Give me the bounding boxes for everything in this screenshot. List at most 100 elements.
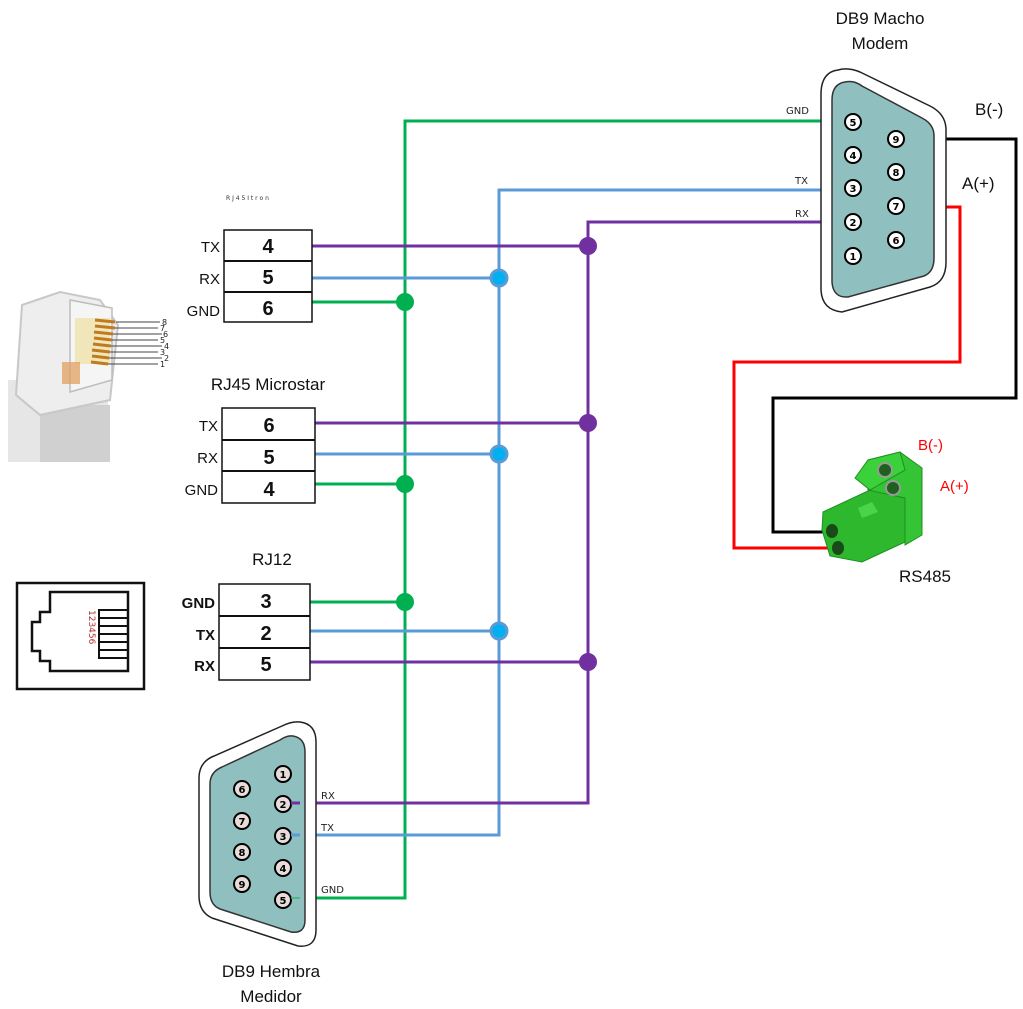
wire-rs485-b [771, 137, 1018, 534]
db9-macho-pin: 8 [887, 163, 905, 181]
svg-text:3: 3 [850, 184, 857, 195]
svg-text:2: 2 [280, 800, 287, 811]
svg-text:TX: TX [199, 418, 218, 435]
svg-text:GND: GND [182, 595, 216, 612]
db9-hembra-pin: 1 [274, 765, 292, 783]
db9-macho-title-line1: DB9 Macho [836, 9, 925, 28]
svg-text:4: 4 [263, 479, 275, 501]
rj45-itron-pin-table [223, 229, 313, 323]
rs485-b-label: B(-) [918, 437, 943, 454]
db9-macho-face [831, 80, 935, 298]
wires [298, 119, 1018, 900]
rj45-pin-callouts [108, 321, 162, 365]
junction-node-purple [579, 414, 597, 432]
junction-node-purple [579, 653, 597, 671]
svg-text:5: 5 [263, 447, 274, 469]
rj12-row: RX 5 [194, 654, 271, 676]
db9-hembra-pin: 2 [274, 795, 292, 813]
junction-node-green [396, 293, 414, 311]
wire-rs485-a [732, 205, 962, 550]
svg-text:5: 5 [260, 654, 271, 676]
db9-hembra-pin: 4 [274, 859, 292, 877]
wire-gnd-bus [300, 119, 840, 900]
svg-text:5: 5 [262, 267, 273, 289]
rj45-itron-row: RX 5 [199, 267, 273, 289]
svg-text:3: 3 [280, 832, 287, 843]
rj45-microstar-row: GND 4 [185, 479, 276, 501]
junction-node-purple [579, 237, 597, 255]
rs485-socket-a [832, 541, 844, 555]
rj45-pin-number: 6 [163, 330, 168, 339]
rs485-screw-a [885, 480, 901, 496]
rs485-title: RS485 [899, 567, 951, 586]
db9-macho-pin: 5 [844, 113, 862, 131]
svg-text:GND: GND [187, 303, 221, 320]
svg-text:RX: RX [199, 271, 220, 288]
rj12-jack-illustration: 123456 [15, 581, 146, 691]
svg-text:2: 2 [260, 623, 271, 645]
svg-text:5: 5 [280, 896, 287, 907]
svg-text:6: 6 [263, 415, 274, 437]
db9-hembra-pin: 7 [233, 812, 251, 830]
junction-nodes [396, 237, 597, 671]
rj45-itron-row: GND 6 [187, 298, 274, 320]
rj45-pin-number: 1 [160, 360, 165, 369]
db9-macho-pin: 6 [887, 231, 905, 249]
svg-text:3: 3 [260, 591, 271, 613]
rj12-pin-table [218, 583, 311, 681]
rj45-pin-number: 3 [160, 348, 165, 357]
svg-text:4: 4 [280, 864, 287, 875]
rj45-pin-number: 4 [164, 342, 169, 351]
svg-text:2: 2 [850, 218, 857, 229]
rj45-itron-block: R J 4 5 I t r o n TX 4 RX 5 GND 6 [187, 195, 313, 323]
svg-text:9: 9 [239, 880, 246, 891]
wire-rx-bus [298, 220, 840, 805]
rj45-pin-number: 5 [160, 336, 165, 345]
db9-macho-tx-label: TX [794, 176, 808, 187]
rs485-screw-b [877, 462, 893, 478]
rj45-plug-illustration: 8 7 6 5 4 3 2 1 [8, 290, 169, 462]
rj45-gold-contacts [90, 318, 116, 366]
db9-hembra-rx-label: RX [321, 791, 335, 802]
svg-text:6: 6 [239, 785, 246, 796]
rj12-title: RJ12 [252, 550, 292, 569]
db9-macho-pin: 1 [844, 247, 862, 265]
db9-macho-rx-label: RX [795, 209, 809, 220]
svg-text:8: 8 [893, 168, 900, 179]
db9-macho-b-label: B(-) [975, 100, 1003, 119]
svg-text:6: 6 [893, 236, 900, 247]
db9-hembra-pin: 6 [233, 780, 251, 798]
junction-node-green [396, 475, 414, 493]
rj45-microstar-pin-table [221, 407, 316, 504]
db9-hembra-gnd-label: GND [321, 885, 344, 896]
svg-text:7: 7 [893, 202, 900, 213]
db9-macho-gnd-label: GND [786, 106, 809, 117]
db9-hembra-pin: 9 [233, 875, 251, 893]
wire-tx-bus [298, 188, 840, 837]
svg-text:RX: RX [197, 450, 218, 467]
db9-macho-pins: 5 4 3 2 1 9 8 7 6 [844, 113, 905, 265]
db9-hembra-pin: 8 [233, 843, 251, 861]
rj45-itron-row: TX 4 [201, 236, 275, 258]
rj12-block: RJ12 GND 3 TX 2 RX 5 [182, 550, 311, 681]
rj12-jack-pin-numbers: 123456 [86, 610, 96, 645]
db9-hembra-title-line1: DB9 Hembra [222, 962, 321, 981]
rj45-microstar-row: RX 5 [197, 447, 274, 469]
svg-text:GND: GND [185, 482, 219, 499]
junction-node-blue [489, 621, 509, 641]
rj12-row: TX 2 [196, 623, 272, 645]
db9-macho-a-label: A(+) [962, 174, 995, 193]
svg-text:4: 4 [850, 151, 857, 162]
rs485-terminal-block: B(-) A(+) RS485 [821, 437, 969, 586]
db9-macho-title-line2: Modem [852, 34, 909, 53]
rj45-pin-number: 8 [162, 318, 167, 327]
rj45-itron-title: R J 4 5 I t r o n [226, 195, 269, 202]
svg-text:9: 9 [893, 135, 900, 146]
db9-macho-pin: 4 [844, 146, 862, 164]
db9-hembra-title-line2: Medidor [240, 987, 302, 1006]
svg-text:7: 7 [239, 817, 246, 828]
junction-node-blue [489, 268, 509, 288]
db9-hembra-pins: 1 2 3 4 5 6 7 8 9 [233, 765, 292, 909]
db9-macho-pin: 9 [887, 130, 905, 148]
db9-macho-pin: 3 [844, 179, 862, 197]
